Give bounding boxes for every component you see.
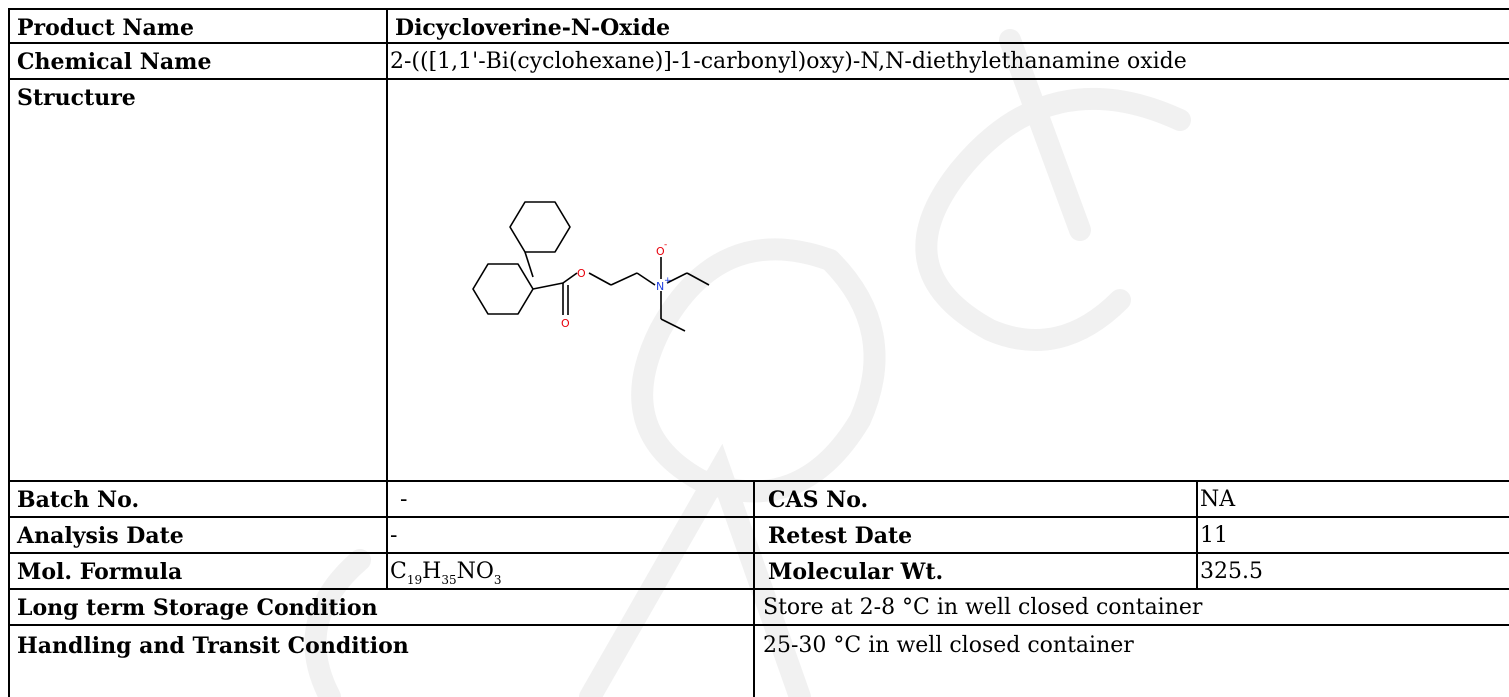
row-analysis-retest: Analysis Date - Retest Date 11	[8, 516, 1509, 554]
carbonyl-oxygen-atom: O	[561, 317, 570, 330]
storage-label: Long term Storage Condition	[8, 588, 755, 626]
mw-value: 325.5	[1196, 552, 1509, 590]
row-formula-mw: Mol. Formula C19H35NO3 Molecular Wt. 325…	[8, 552, 1509, 590]
cas-value: NA	[1196, 480, 1509, 518]
cas-label: CAS No.	[753, 480, 1198, 518]
chemical-name-value: 2-(([1,1'-Bi(cyclohexane)]-1-carbonyl)ox…	[386, 42, 1509, 80]
row-product-name: Product Name Dicycloverine-N-Oxide	[8, 8, 1509, 44]
product-name-value: Dicycloverine-N-Oxide	[386, 8, 1509, 44]
handling-label: Handling and Transit Condition	[8, 624, 755, 697]
bottom-cyclohexane-ring	[472, 263, 534, 315]
retest-date-value: 11	[1196, 516, 1509, 554]
batch-label: Batch No.	[8, 480, 388, 518]
row-structure: Structure	[8, 78, 1509, 482]
product-name-label: Product Name	[8, 8, 388, 44]
row-batch-cas: Batch No. - CAS No. NA	[8, 480, 1509, 518]
ester-oxygen-atom: O	[577, 267, 586, 280]
top-cyclohexane-ring	[509, 201, 571, 253]
nitrogen-atom: N	[656, 280, 664, 293]
product-data-table: Product Name Dicycloverine-N-Oxide Chemi…	[8, 8, 1509, 697]
storage-value: Store at 2-8 °C in well closed container	[753, 588, 1509, 626]
batch-value: -	[386, 480, 755, 518]
chemical-structure-diagram: O O O - N +	[472, 201, 710, 332]
formula-label: Mol. Formula	[8, 552, 388, 590]
row-handling: Handling and Transit Condition 25-30 °C …	[8, 624, 1509, 697]
oxygen-negative-charge: -	[664, 240, 667, 250]
structure-image-cell	[386, 78, 1509, 482]
row-storage: Long term Storage Condition Store at 2-8…	[8, 588, 1509, 626]
handling-value: 25-30 °C in well closed container	[753, 624, 1509, 697]
analysis-date-label: Analysis Date	[8, 516, 388, 554]
row-chemical-name: Chemical Name 2-(([1,1'-Bi(cyclohexane)]…	[8, 42, 1509, 80]
formula-value: C19H35NO3	[386, 552, 755, 590]
retest-date-label: Retest Date	[753, 516, 1198, 554]
n-oxide-oxygen-atom: O	[656, 245, 665, 258]
chemical-name-label: Chemical Name	[8, 42, 388, 80]
structure-label: Structure	[8, 78, 388, 482]
nitrogen-positive-charge: +	[664, 276, 672, 286]
analysis-date-value: -	[386, 516, 755, 554]
mw-label: Molecular Wt.	[753, 552, 1198, 590]
